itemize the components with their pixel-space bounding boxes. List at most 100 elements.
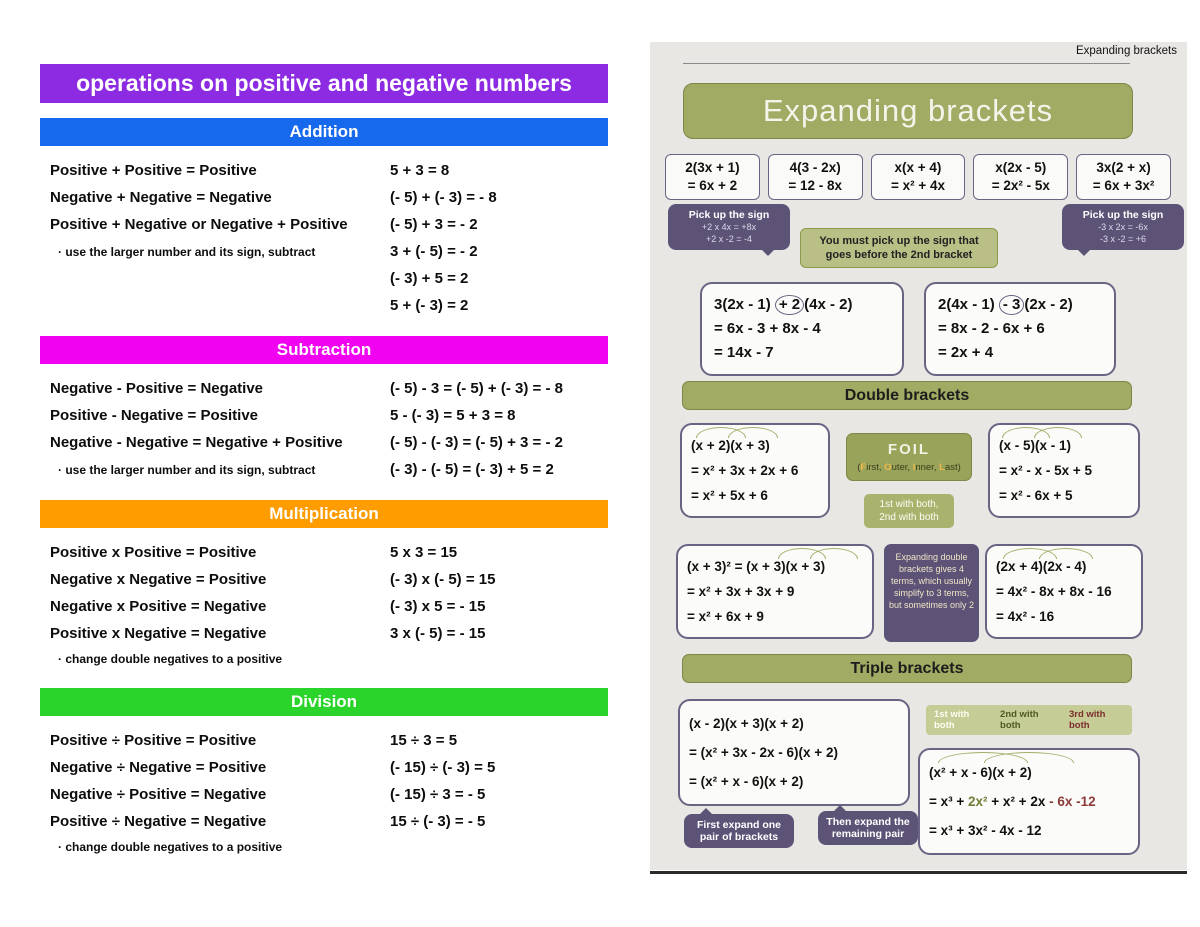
triple-brackets-header: Triple brackets (682, 654, 1132, 683)
step: = (x² + 3x - 2x - 6)(x + 2) (689, 745, 838, 760)
rule-row: Negative ÷ Negative = Positive (- 15) ÷ … (50, 754, 608, 781)
foil-part: ast) (944, 462, 961, 473)
expression: 2(3x + 1) (685, 160, 740, 175)
rule-text: Positive x Negative = Negative (50, 625, 267, 642)
rule-row: Positive x Positive = Positive 5 x 3 = 1… (50, 539, 608, 566)
rule-row: Negative - Positive = Negative (- 5) - 3… (50, 375, 608, 402)
four-terms-note: Expanding double brackets gives 4 terms,… (884, 544, 979, 642)
result: = 2x + 4 (938, 344, 994, 361)
example-text: (- 15) ÷ 3 = - 5 (390, 786, 486, 803)
rule-text: Positive + Negative or Negative + Positi… (50, 216, 348, 233)
result: = x³ + 3x² - 4x - 12 (929, 823, 1042, 838)
single-bracket-examples: 2(3x + 1) = 6x + 2 4(3 - 2x) = 12 - 8x x… (665, 154, 1171, 200)
worked-example-box: 3(2x - 1) + 2(4x - 2) = 6x - 3 + 8x - 4 … (700, 282, 904, 376)
example-text: 15 ÷ 3 = 5 (390, 732, 458, 749)
expression: x(x + 4) (894, 160, 942, 175)
rule-text: Negative x Negative = Positive (50, 571, 267, 588)
example-box: 3x(2 + x) = 6x + 3x² (1076, 154, 1171, 200)
example-text: (- 15) ÷ (- 3) = 5 (390, 759, 496, 776)
expression: 3(2x - 1) + 2(4x - 2) (714, 293, 890, 317)
callout-text: goes before the 2nd bracket (825, 249, 973, 261)
term: + x² + 2x (987, 794, 1050, 809)
double-bracket-box: (x - 5)(x - 1) = x² - x - 5x + 5 = x² - … (988, 423, 1140, 518)
term: 2x² (968, 794, 988, 809)
section-header-division: Division (40, 688, 608, 716)
foil-part: irst, (866, 462, 885, 473)
example-box: x(x + 4) = x² + 4x (870, 154, 966, 200)
rule-note-text: · change double negatives to a positive (58, 652, 283, 666)
section-multiplication: Multiplication Positive x Positive = Pos… (40, 500, 608, 673)
rule-row: · change double negatives to a positive (50, 835, 608, 859)
example-text: 15 ÷ (- 3) = - 5 (390, 813, 486, 830)
result: = x² + 5x + 6 (691, 488, 768, 503)
rule-row: Negative x Negative = Positive (- 3) x (… (50, 566, 608, 593)
section-subtraction: Subtraction Negative - Positive = Negati… (40, 336, 608, 485)
foil-part: ( (857, 462, 861, 473)
foil-part: nner, (915, 462, 940, 473)
circled-term: - 3 (998, 295, 1025, 315)
rule-row: Negative ÷ Positive = Negative (- 15) ÷ … (50, 781, 608, 808)
step: = x² - x - 5x + 5 (999, 463, 1093, 478)
example-box: 4(3 - 2x) = 12 - 8x (767, 154, 863, 200)
example-text: 5 + (- 3) = 2 (390, 297, 469, 314)
example-text: (- 3) + 5 = 2 (390, 270, 469, 287)
bubble-text: pair of brackets (699, 831, 779, 843)
rule-row: Negative - Negative = Negative + Positiv… (50, 429, 608, 456)
expression: (x + 3)² = (x + 3)(x + 3) (687, 559, 826, 574)
foil-letter: F (860, 462, 867, 473)
result: = x² - 6x + 5 (999, 488, 1073, 503)
example-text: 5 - (- 3) = 5 + 3 = 8 (390, 407, 516, 424)
expression: x(2x - 5) (995, 160, 1047, 175)
bubble-text: +2 x 4x = +8x (701, 222, 757, 232)
section-header-multiplication: Multiplication (40, 500, 608, 528)
result: = 6x + 3x² (1092, 178, 1155, 193)
bubble-text: -3 x 2x = -6x (1098, 222, 1148, 232)
rule-text: Positive ÷ Positive = Positive (50, 732, 257, 749)
example-box: 2(3x + 1) = 6x + 2 (665, 154, 760, 200)
expression: (x² + x - 6)(x + 2) (929, 765, 1032, 780)
rule-row: (- 3) + 5 = 2 (50, 265, 608, 292)
rule-note-text: · use the larger number and its sign, su… (58, 463, 316, 477)
rule-note-text: · use the larger number and its sign, su… (58, 245, 316, 259)
bottom-divider (650, 871, 1187, 874)
term: - 6x (1049, 794, 1073, 809)
example-text: (- 3) x (- 5) = 15 (390, 571, 496, 588)
result: = 6x + 2 (687, 178, 738, 193)
expression: (x - 2)(x + 3)(x + 2) (689, 716, 804, 731)
rule-row: Positive ÷ Positive = Positive 15 ÷ 3 = … (50, 727, 608, 754)
rule-note-text: · change double negatives to a positive (58, 840, 283, 854)
double-bracket-box: (x + 3)² = (x + 3)(x + 3) = x² + 3x + 3x… (676, 544, 874, 639)
expression-part: (2x - 2) (1024, 296, 1073, 313)
example-text: (- 5) - 3 = (- 5) + (- 3) = - 8 (390, 380, 563, 397)
triple-bracket-box: (x² + x - 6)(x + 2) = x³ + 2x² + x² + 2x… (918, 748, 1140, 855)
both-note: 1st with both, 2nd with both (864, 494, 954, 528)
callout-text: You must pick up the sign that (819, 235, 979, 247)
rule-text: Positive x Positive = Positive (50, 544, 257, 561)
section-division: Division Positive ÷ Positive = Positive … (40, 688, 608, 861)
rule-text: Negative ÷ Positive = Negative (50, 786, 267, 803)
header-divider (683, 63, 1130, 64)
speech-bubble-first-expand: First expand one pair of brackets (684, 808, 794, 848)
example-text: 5 x 3 = 15 (390, 544, 458, 561)
result: = x² + 6x + 9 (687, 609, 764, 624)
speech-bubble-pick-up-sign-left: Pick up the sign +2 x 4x = +8x +2 x -2 =… (668, 204, 790, 256)
rule-row: Positive x Negative = Negative 3 x (- 5)… (50, 620, 608, 647)
expression: 3x(2 + x) (1096, 160, 1151, 175)
example-text: 5 + 3 = 8 (390, 162, 450, 179)
example-box: x(2x - 5) = 2x² - 5x (973, 154, 1069, 200)
rule-row: · use the larger number and its sign, su… (50, 238, 608, 265)
foil-title: FOIL (887, 441, 931, 458)
speech-bubble-pick-up-sign-right: Pick up the sign -3 x 2x = -6x -3 x -2 =… (1062, 204, 1184, 256)
term: = x³ + (929, 794, 969, 809)
speech-bubble-then-expand: Then expand the remaining pair (818, 805, 918, 845)
note-text: 1st with both (934, 709, 970, 731)
note-text: 2nd with both (1000, 709, 1039, 731)
step: = 8x - 2 - 6x + 6 (938, 320, 1045, 337)
section-header-subtraction: Subtraction (40, 336, 608, 364)
triple-note: 1st with both 2nd with both 3rd with bot… (926, 705, 1132, 735)
rule-row: Negative + Negative = Negative (- 5) + (… (50, 184, 608, 211)
rule-text: Positive - Negative = Positive (50, 407, 259, 424)
callout-pick-up-sign-center: You must pick up the sign that goes befo… (800, 228, 998, 268)
bubble-text: Pick up the sign (1082, 209, 1164, 221)
bubble-text: First expand one (696, 819, 781, 831)
